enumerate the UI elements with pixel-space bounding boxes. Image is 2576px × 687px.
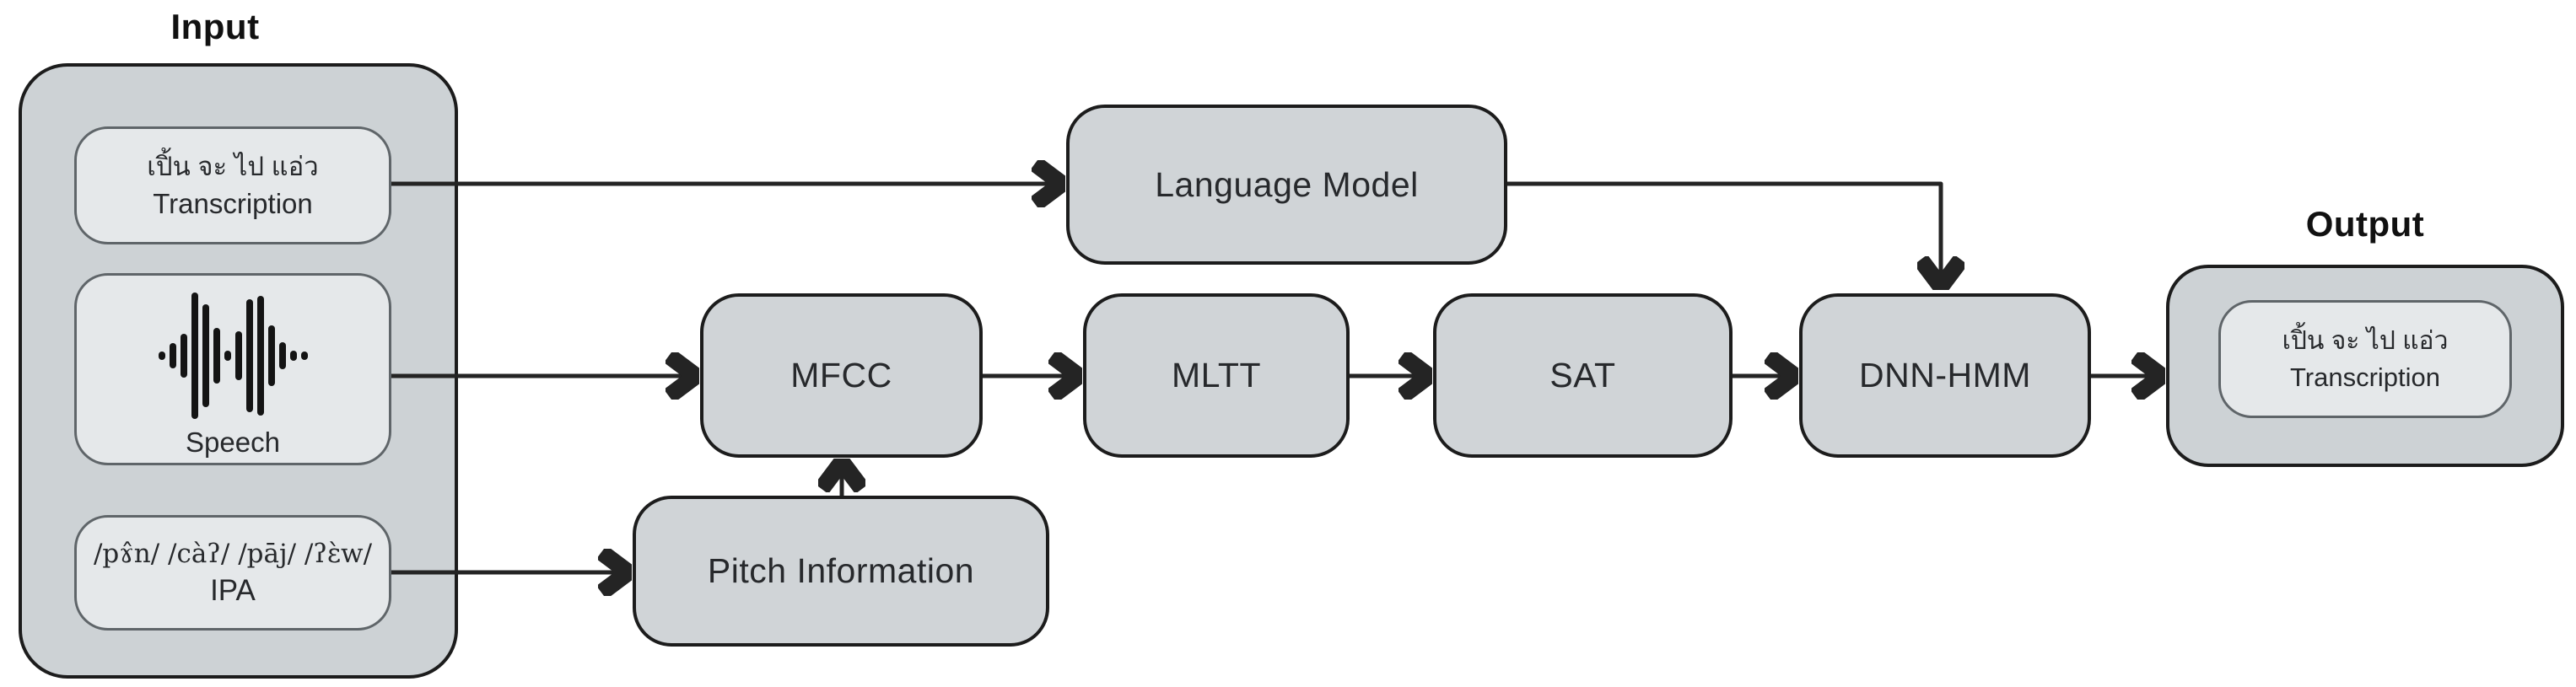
ipa-phonemes: /pɤ̂n/ /càʔ/ /pāj/ /ʔɛ̀w/	[93, 538, 373, 569]
dnn-hmm-node: DNN-HMM	[1799, 293, 2091, 458]
transcription-input-box: เปิ้น จะ ไป แอ่ว Transcription	[74, 126, 391, 244]
transcription-output-box: เปิ้น จะ ไป แอ่ว Transcription	[2218, 300, 2512, 418]
speech-input-box: Speech	[74, 273, 391, 465]
pitch-information-label: Pitch Information	[707, 551, 975, 590]
mfcc-label: MFCC	[790, 356, 892, 394]
output-group-title: Output	[2305, 204, 2425, 244]
arrow-language-model-to-dnn-hmm	[1507, 181, 1941, 283]
output-thai-text: เปิ้น จะ ไป แอ่ว	[2282, 327, 2449, 356]
sat-label: SAT	[1549, 356, 1616, 394]
ipa-input-box: /pɤ̂n/ /càʔ/ /pāj/ /ʔɛ̀w/ IPA	[74, 515, 391, 631]
language-model-label: Language Model	[1155, 164, 1419, 204]
waveform-icon	[158, 285, 308, 427]
mfcc-node: MFCC	[700, 293, 983, 458]
language-model-node: Language Model	[1066, 105, 1507, 265]
ipa-label: IPA	[210, 573, 256, 607]
speech-label: Speech	[186, 427, 280, 458]
mltt-node: MLTT	[1083, 293, 1350, 458]
mltt-label: MLTT	[1171, 356, 1261, 394]
transcription-label: Transcription	[153, 188, 313, 220]
input-group-title: Input	[170, 7, 260, 46]
pitch-information-node: Pitch Information	[633, 496, 1049, 647]
output-transcription-label: Transcription	[2289, 362, 2441, 392]
transcription-thai-text: เปิ้น จะ ไป แอ่ว	[147, 151, 319, 181]
sat-node: SAT	[1433, 293, 1733, 458]
dnn-hmm-label: DNN-HMM	[1859, 356, 2031, 394]
